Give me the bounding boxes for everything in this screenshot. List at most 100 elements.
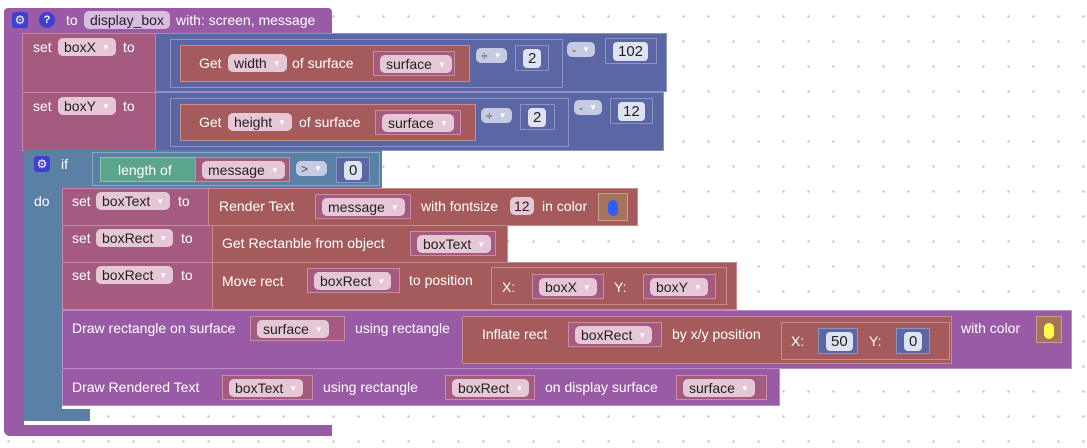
prop-dropdown-width[interactable]: width▼ [228,54,287,72]
number-field[interactable]: 102 [613,42,649,61]
var-dropdown-boxRect[interactable]: boxRect▼ [575,326,653,344]
operator-dropdown-divide[interactable]: ÷▼ [476,48,507,63]
number-field[interactable]: 2 [528,108,547,127]
gear-icon[interactable]: ⚙ [34,156,50,172]
x-label: X: [791,333,805,349]
var-dropdown-boxX[interactable]: boxX▼ [539,278,597,296]
var-name: message [208,162,265,178]
set-label: set [72,193,91,209]
number-block[interactable]: 0 [896,328,930,354]
var-name: boxText [235,380,284,396]
var-boxRect-block[interactable]: boxRect▼ [568,322,662,347]
inflate-rect-label: Inflate rect [482,326,548,342]
gear-icon[interactable]: ⚙ [12,12,28,28]
var-dropdown-boxY[interactable]: boxY▼ [58,97,116,115]
procedure-body-frame [4,30,24,436]
var-dropdown-boxRect[interactable]: boxRect▼ [452,379,530,397]
number-field[interactable]: 12 [618,102,645,121]
var-dropdown-boxText[interactable]: boxText▼ [229,379,304,397]
number-field[interactable]: 0 [344,161,363,180]
var-surface-block[interactable]: surface▼ [250,316,345,341]
operator-dropdown-minus[interactable]: -▼ [567,42,595,57]
number-block[interactable]: 50 [818,328,858,354]
get-label: Get [199,55,222,71]
color-swatch-yellow[interactable] [1044,323,1054,339]
if-body-frame [24,185,62,421]
get-label: Get [199,114,222,130]
var-name: boxText [102,193,151,209]
procedure-name-field[interactable]: display_box [84,11,170,29]
var-name: boxRect [581,327,633,343]
number-field[interactable]: 0 [904,332,923,351]
var-name: surface [263,321,309,337]
var-dropdown-boxRect[interactable]: boxRect▼ [96,229,174,247]
prop-dropdown-height[interactable]: height▼ [228,113,293,131]
render-text-label: Render Text [219,198,295,214]
var-dropdown-boxText[interactable]: boxText▼ [96,192,171,210]
by-xy-label: by x/y position [672,326,761,342]
var-boxY-block[interactable]: boxY▼ [643,274,716,299]
number-block[interactable]: 0 [336,157,370,183]
number-block[interactable]: 102 [605,38,657,64]
var-surface-block[interactable]: surface▼ [676,375,767,400]
var-name: boxRect [320,273,372,289]
var-dropdown-surface[interactable]: surface▼ [380,55,452,73]
var-boxX-block[interactable]: boxX▼ [532,274,604,299]
number-field[interactable]: 2 [523,49,542,68]
var-name: surface [386,56,432,72]
procedure-footer [4,425,332,436]
compare-operator-dropdown[interactable]: >▼ [296,161,327,176]
var-name: boxX [64,39,96,55]
operator-dropdown-minus[interactable]: -▼ [574,100,602,115]
draw-rectangle-label: Draw rectangle on surface [72,320,236,336]
var-boxRect-block[interactable]: boxRect▼ [307,268,400,293]
help-icon[interactable]: ? [39,12,55,28]
var-dropdown-surface[interactable]: surface▼ [257,320,329,338]
var-dropdown-message[interactable]: message▼ [202,161,285,179]
var-boxText-block[interactable]: boxText▼ [222,375,313,400]
with-color-label: with color [961,320,1021,336]
operator: - [579,101,583,115]
using-rectangle-label: using rectangle [323,379,418,395]
to-label: to [181,230,193,246]
var-dropdown-boxText[interactable]: boxText▼ [417,235,492,253]
var-dropdown-message[interactable]: message▼ [322,198,405,216]
length-of-block[interactable] [100,157,196,182]
var-name: boxRect [458,380,510,396]
color-block[interactable] [598,193,628,221]
to-label: to [123,39,135,55]
prop-name: height [234,114,273,130]
number-block[interactable]: 2 [520,104,555,130]
to-label: to [178,193,190,209]
operator: ÷ [486,109,493,123]
var-message-block[interactable]: message▼ [195,157,290,182]
fontsize-field[interactable]: 12 [510,197,534,215]
var-boxText-block[interactable]: boxText▼ [410,231,496,256]
with-fontsize-label: with fontsize [421,198,499,214]
var-surface-block[interactable]: surface▼ [375,110,461,135]
number-block[interactable]: 12 [610,98,653,124]
draw-rendered-text-block[interactable] [62,368,780,406]
y-label: Y: [614,279,627,295]
var-dropdown-boxX[interactable]: boxX▼ [58,38,116,56]
var-message-block[interactable]: message▼ [315,194,411,219]
var-dropdown-boxY[interactable]: boxY▼ [650,278,708,296]
set-label: set [72,267,91,283]
var-boxRect-block[interactable]: boxRect▼ [445,375,535,400]
number-field[interactable]: 50 [826,332,853,351]
using-rectangle-label: using rectangle [355,320,450,336]
var-dropdown-boxRect[interactable]: boxRect▼ [314,272,392,290]
var-dropdown-surface[interactable]: surface▼ [683,379,755,397]
var-dropdown-surface[interactable]: surface▼ [382,114,454,132]
color-swatch-blue[interactable] [608,200,618,216]
var-dropdown-boxRect[interactable]: boxRect▼ [96,266,174,284]
x-label: X: [502,279,516,295]
number-block[interactable]: 2 [515,45,549,71]
color-block[interactable] [1036,316,1062,343]
in-color-label: in color [542,198,588,214]
var-surface-block[interactable]: surface▼ [373,51,455,76]
var-name: surface [388,115,434,131]
params-label: with: screen, message [176,12,316,28]
operator-dropdown-divide[interactable]: ÷▼ [481,108,512,123]
draw-rendered-text-label: Draw Rendered Text [72,379,200,395]
